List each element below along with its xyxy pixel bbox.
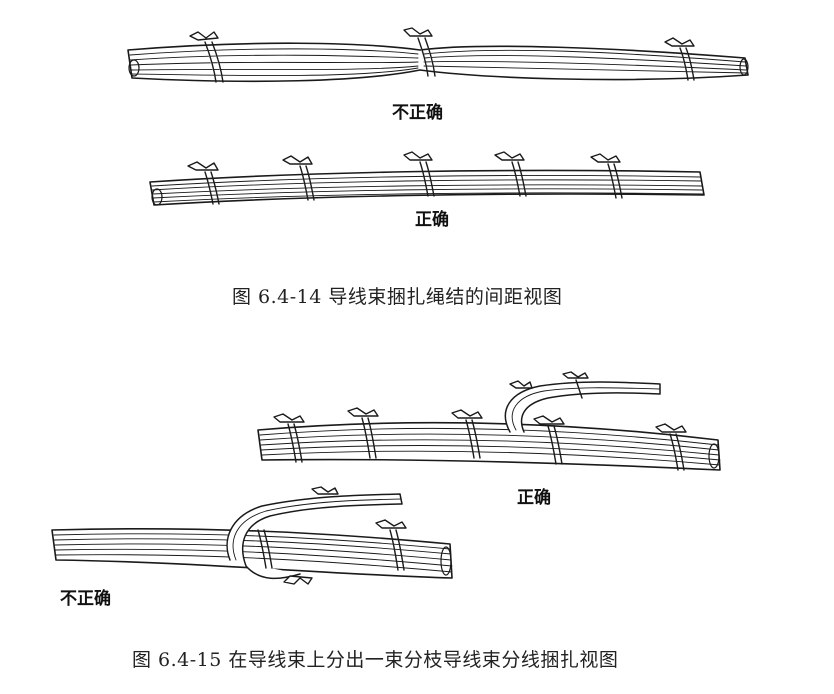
caption-figure-6-4-14: 图 6.4-14 导线束捆扎绳结的间距视图 (232, 286, 563, 308)
harness-correct-spacing (149, 151, 705, 206)
harness-branch-correct (257, 371, 721, 471)
label-incorrect-spacing: 不正确 (392, 103, 443, 123)
harness-incorrect-spacing (127, 27, 749, 83)
caption-figure-6-4-15: 图 6.4-15 在导线束上分出一束分枝导线束分线捆扎视图 (132, 649, 619, 671)
label-incorrect-branch: 不正确 (60, 589, 111, 609)
label-correct-spacing: 正确 (415, 210, 449, 230)
harness-branch-incorrect (51, 486, 453, 585)
label-correct-branch: 正确 (517, 488, 551, 508)
